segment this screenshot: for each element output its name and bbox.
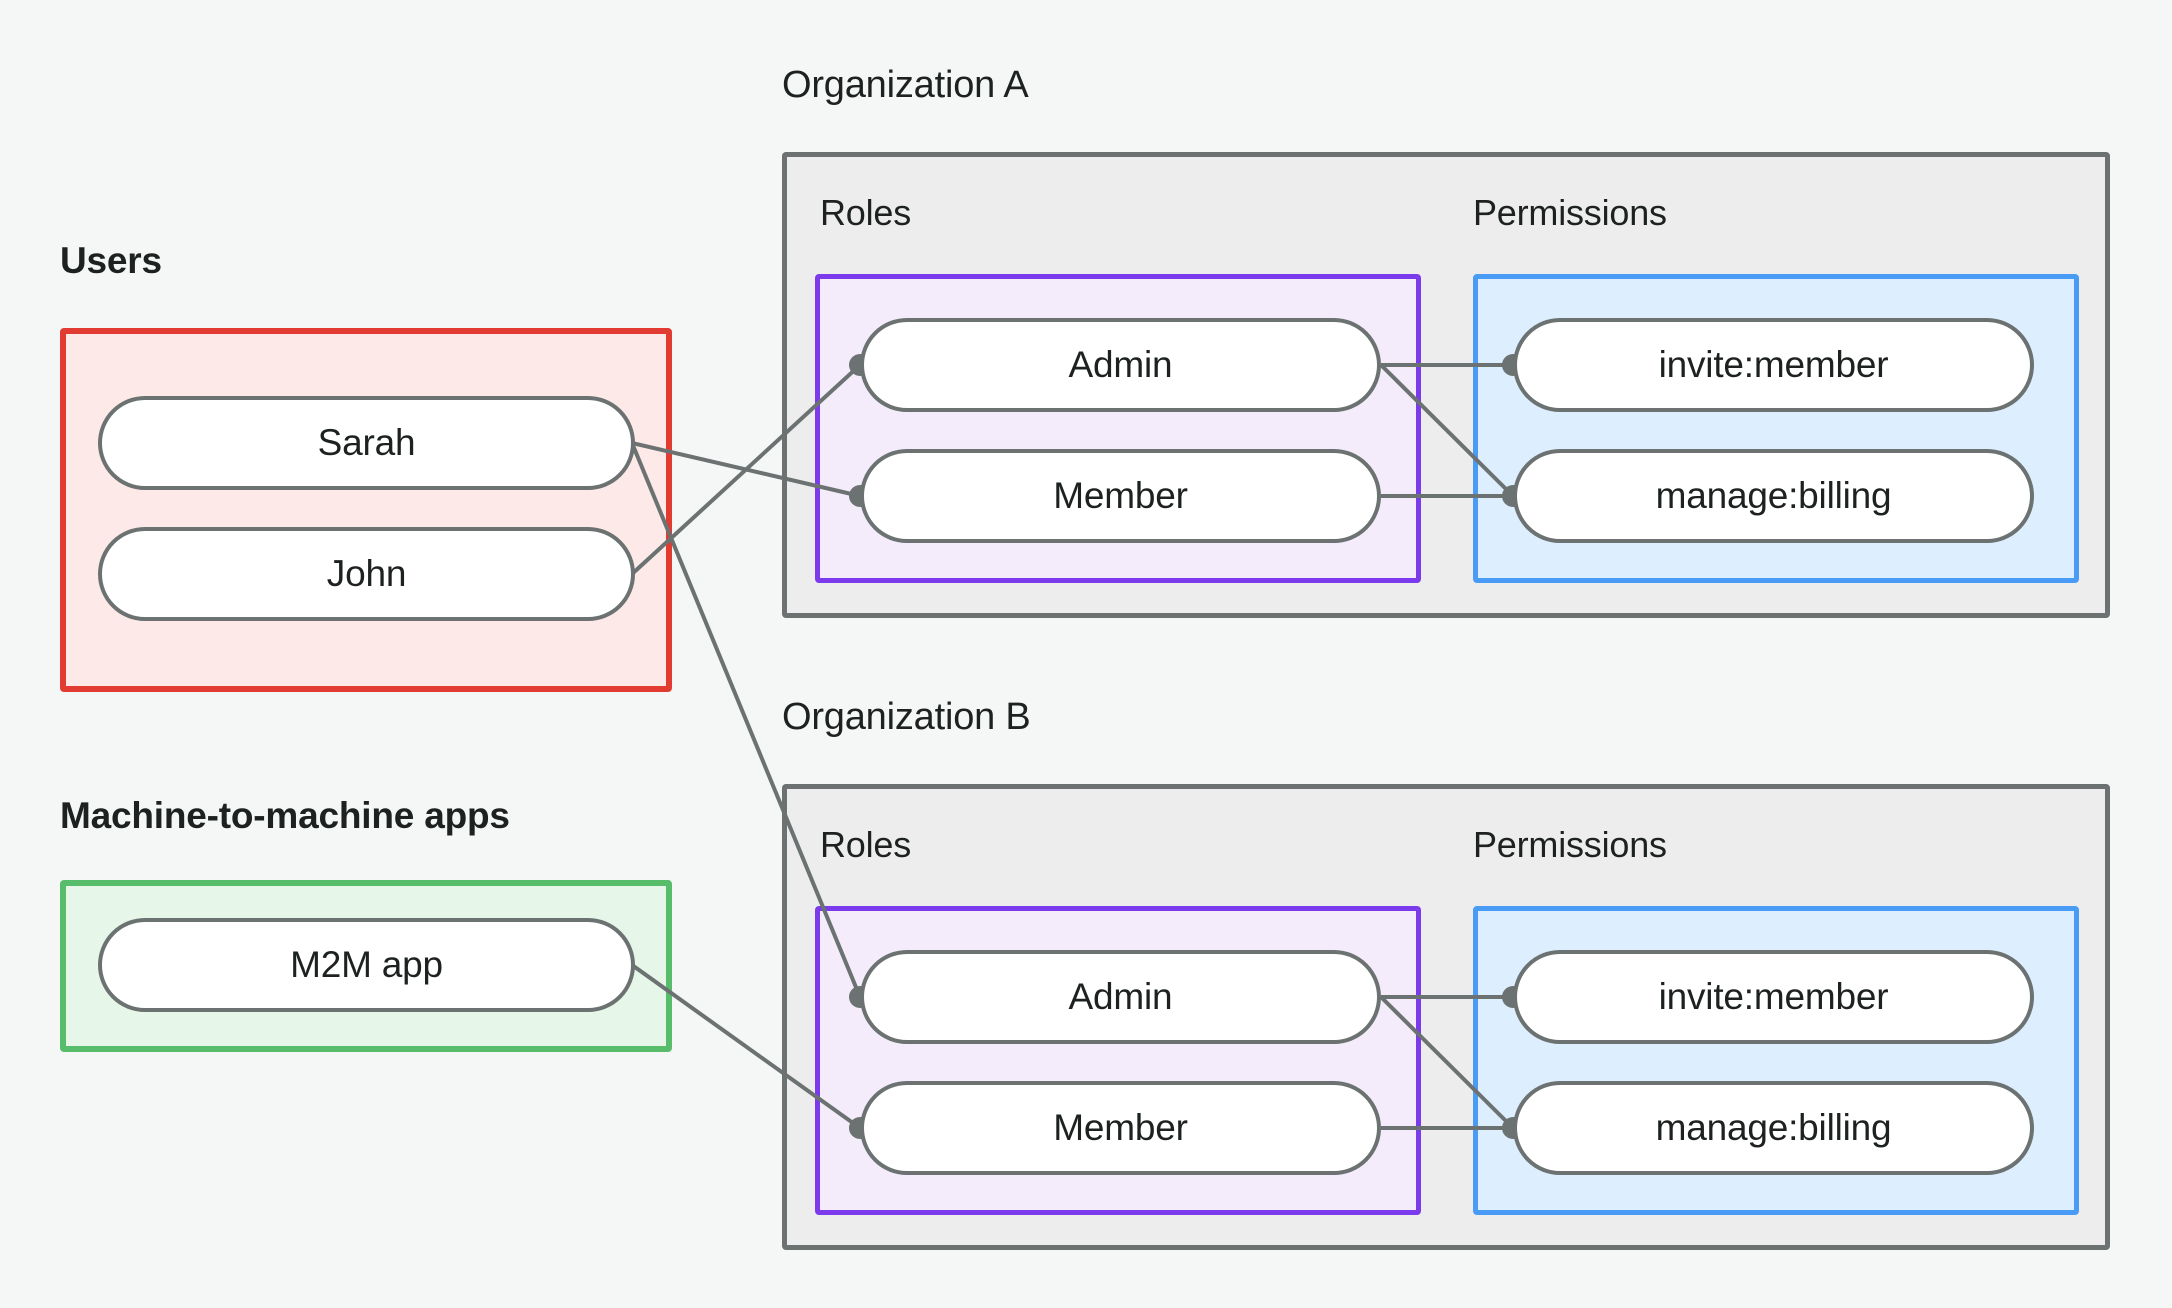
org-b-roles-label: Roles [820,824,912,865]
m2m-group-title: Machine-to-machine apps [60,795,510,836]
node-org-b-permission-invite-member[interactable]: invite:member [1513,950,2034,1044]
org-b-title: Organization B [782,696,1031,738]
node-org-a-permission-manage-billing[interactable]: manage:billing [1513,449,2034,543]
node-user-sarah[interactable]: Sarah [98,396,635,490]
node-org-b-permission-manage-billing[interactable]: manage:billing [1513,1081,2034,1175]
node-org-a-role-admin[interactable]: Admin [860,318,1381,412]
node-org-b-role-member[interactable]: Member [860,1081,1381,1175]
node-user-john[interactable]: John [98,527,635,621]
node-org-a-permission-invite-member[interactable]: invite:member [1513,318,2034,412]
users-group-box [60,328,672,692]
org-a-title: Organization A [782,64,1029,106]
users-group-title: Users [60,240,162,281]
org-a-permissions-label: Permissions [1473,192,1667,233]
org-b-permissions-label: Permissions [1473,824,1667,865]
node-org-a-role-member[interactable]: Member [860,449,1381,543]
node-org-b-role-admin[interactable]: Admin [860,950,1381,1044]
org-a-roles-label: Roles [820,192,912,233]
node-m2m-app[interactable]: M2M app [98,918,635,1012]
